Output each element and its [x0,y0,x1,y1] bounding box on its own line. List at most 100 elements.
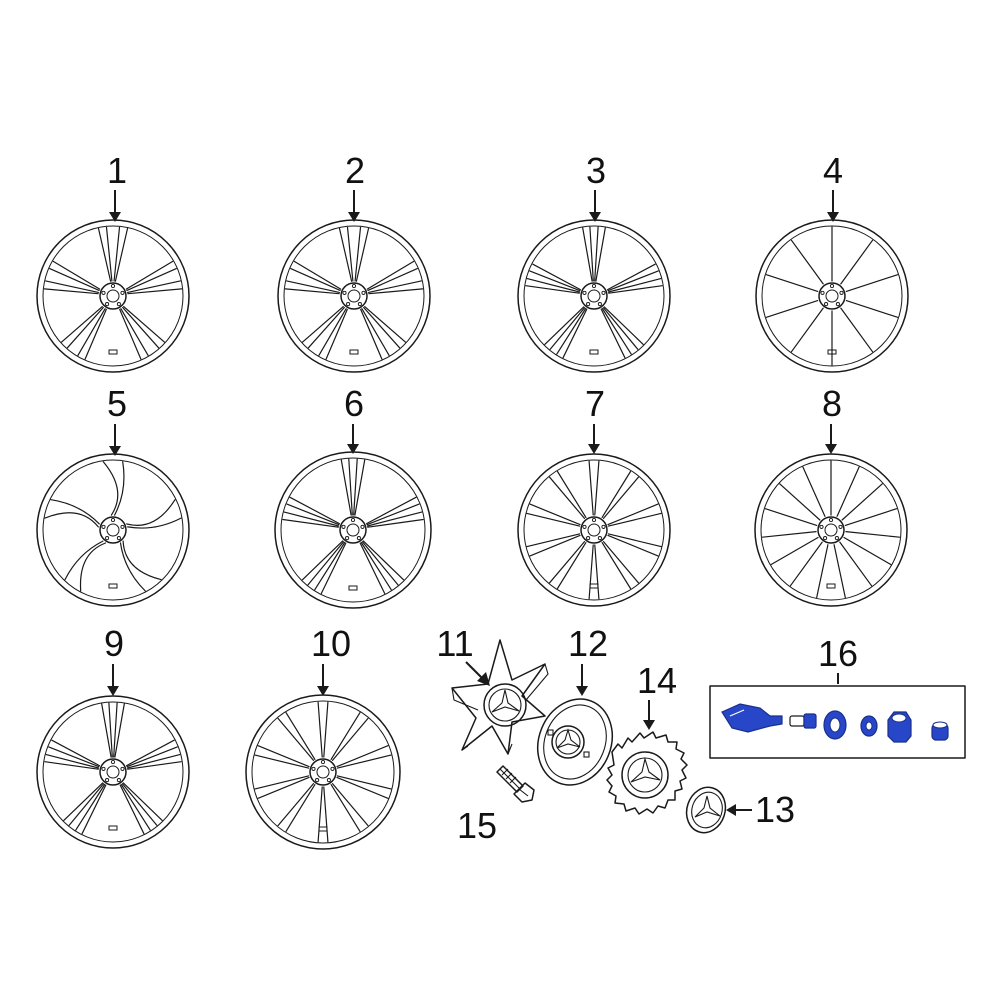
wheel-spoke [108,702,113,758]
arrow-8-head [825,444,837,454]
wheel-spoke [526,512,581,527]
wheel-spoke [845,300,899,318]
wheel-spoke [529,534,581,557]
arrow-1-head [109,212,121,222]
wheel-spoke [331,783,369,827]
tire-pressure-sensor-kit-icon [709,685,966,759]
wheel-spoke [44,512,99,528]
wheel-center-bore [106,289,120,303]
wheel-spoke [289,496,340,525]
wheel-spoke [114,461,125,516]
spoke-center-cover-icon [451,639,549,755]
wheel-rim-inner [523,225,665,367]
lug-hole [819,524,824,529]
wheel-spoke [314,541,346,591]
wheel-center-bore [347,289,361,303]
lug-hole [120,524,125,529]
callout-13: 13 [755,789,795,830]
wheel-spoke [556,542,587,590]
wheel-hub [99,516,127,544]
wheel-hub [580,282,608,310]
wheel-spoke [290,268,341,291]
wheel-spoke [293,260,342,290]
lug-hole [330,766,335,771]
wheel-spoke [125,260,174,290]
wheel-hub [99,758,127,786]
lug-hole [828,517,834,523]
wheel-spoke [602,307,639,350]
wheel-rim-outer [277,219,431,373]
wheel-2 [277,219,431,373]
wheel-rim-outer [274,451,432,609]
lug-hole [834,536,839,541]
valve-notch [318,826,328,832]
wheel-rim-inner [280,457,426,603]
wheel-spoke [84,308,107,360]
wheel-spoke [363,306,401,349]
wheel-rim-inner [42,459,184,601]
wheel-spoke [336,745,389,768]
wheel-spoke [127,288,183,295]
wheel-spoke [367,518,424,528]
wheel-spoke [68,783,105,826]
lug-hole [597,302,602,307]
wheel-spoke [354,459,366,516]
lug-hole [105,302,110,307]
wheel-10 [245,694,401,850]
callout-16: 16 [818,633,858,674]
lug-hole [116,536,121,541]
wheel-spoke [354,226,362,282]
wheel-hub [339,516,367,544]
wheel-spoke [589,226,594,282]
wheel-spoke [79,542,107,592]
wheel-spoke [50,499,100,525]
valve-cap-top [932,721,948,729]
lug-hole [101,290,106,295]
arrow-11-head [477,672,490,686]
wheel-hub [340,282,368,310]
wheel-spoke [277,783,315,827]
wheel-spoke [366,511,423,527]
wheel-spoke [608,285,663,294]
arrow-9-head [107,686,119,696]
arrow-6-head [347,444,359,454]
wheel-spoke [607,512,662,527]
wheel-center-bore [587,289,601,303]
wheel-rim-outer [755,219,909,373]
wheel-hub [309,758,337,786]
wheel-spoke [44,761,99,770]
wheel-spoke [833,544,846,599]
wheel-spoke [594,460,600,516]
callout-11: 11 [436,623,473,664]
lug-hole [361,290,366,295]
wheel-spoke [63,782,104,821]
tpms-sensor-icon [721,703,783,733]
wheel-spoke [317,786,323,843]
wheel-spoke [81,784,107,835]
wheel-spoke [364,306,406,343]
wheel-spoke [317,701,323,758]
lug-hole [341,524,346,529]
wheel-group [36,219,909,850]
wheel-spoke [126,746,178,768]
lug-hole [838,524,843,529]
lug-hole [110,283,116,289]
callout-8: 8 [822,383,842,424]
wheel-rim-outer [517,219,671,373]
wheel-spoke [301,540,344,581]
grommet-hole [829,717,841,733]
lug-hole [356,536,361,541]
wheel-spoke [765,274,819,292]
wheel-spoke [839,541,873,587]
lug-hole [824,302,829,307]
wheel-spoke [607,263,656,291]
wheel-spoke [61,306,103,343]
wheel-spoke [323,701,329,758]
arrow-13-head [726,804,736,816]
wheel-spoke [761,531,817,538]
lug-hole [315,778,320,783]
wheel-spoke [119,542,146,592]
wheel-spoke [361,308,390,356]
lug-hole [601,290,606,295]
